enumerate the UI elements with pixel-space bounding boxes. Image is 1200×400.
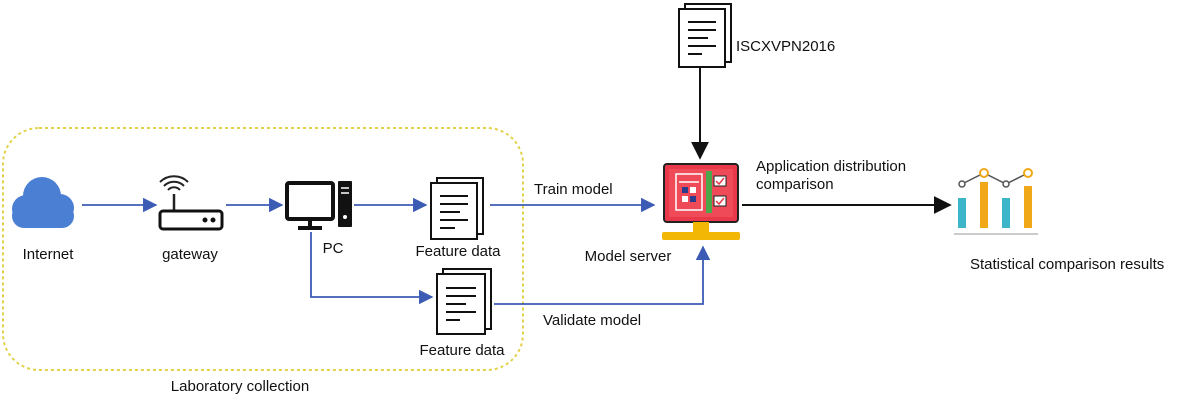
document-icon: [430, 177, 484, 240]
desktop-computer-icon: [285, 181, 352, 230]
model-server-monitor-icon: [662, 163, 740, 240]
laboratory-collection-label: Laboratory collection: [170, 378, 310, 395]
laboratory-collection-boundary: [2, 127, 524, 371]
cloud-icon: [12, 177, 74, 228]
document-icon: [436, 268, 492, 335]
feature-data-train-label: Feature data: [415, 243, 501, 260]
arrow-validate-model: [494, 245, 711, 305]
gateway-label: gateway: [162, 246, 218, 263]
feature-data-validate-label: Feature data: [419, 342, 505, 359]
bar-line-chart-icon: [954, 168, 1038, 235]
model-server-label: Model server: [584, 248, 672, 265]
validate-model-edge-label: Validate model: [543, 312, 642, 329]
arrow-pc-to-feature-data-validate: [310, 232, 434, 305]
application-distribution-edge-label: Application distribution comparison: [756, 158, 907, 193]
train-model-edge-label: Train model: [534, 181, 613, 198]
document-icon: [678, 3, 732, 68]
pc-label: PC: [322, 240, 344, 257]
dataset-label: ISCXVPN2016: [736, 38, 836, 55]
results-label: Statistical comparison results: [970, 256, 1165, 273]
router-icon: [158, 175, 224, 231]
internet-label: Internet: [22, 246, 74, 263]
